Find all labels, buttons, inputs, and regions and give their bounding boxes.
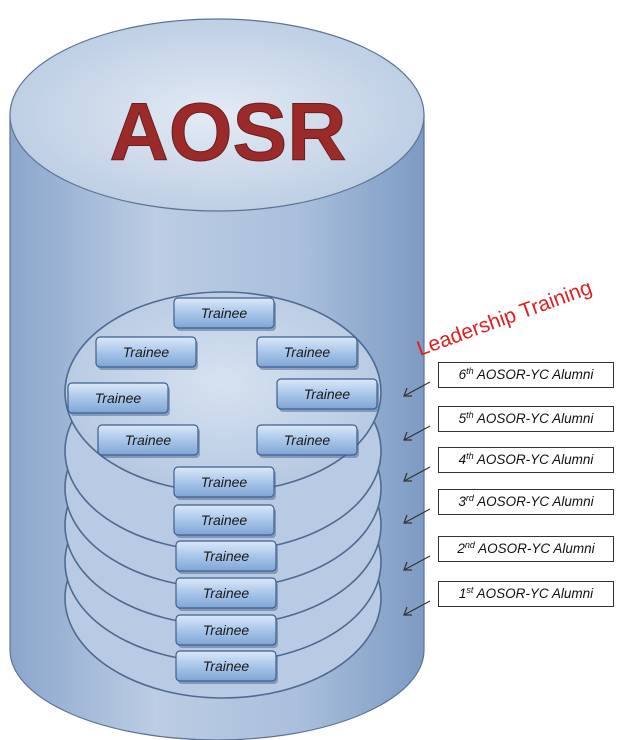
trainee-label: Trainee [203,658,250,674]
alumni-label-1: 1st AOSOR-YC Alumni [438,581,614,607]
alumni-ordinal: th [466,451,474,461]
alumni-arrow [403,555,431,571]
trainee-box: Trainee [256,336,359,370]
trainee-label: Trainee [304,386,351,402]
trainee-box: Trainee [67,382,170,416]
trainee-label: Trainee [95,390,142,406]
trainee-box: Trainee [95,336,198,370]
alumni-arrow [403,508,431,524]
trainee-box: Trainee [175,614,278,648]
alumni-ordinal: nd [464,540,475,550]
alumni-number: 2 [457,541,465,556]
alumni-number: 3 [458,494,466,509]
trainee-label: Trainee [125,432,172,448]
alumni-number: 1 [458,586,467,601]
trainee-label: Trainee [123,344,170,360]
alumni-arrow [403,381,431,397]
trainee-box: Trainee [97,424,200,458]
alumni-text: AOSOR-YC Alumni [473,367,594,382]
cylinder-top [9,18,425,212]
alumni-ordinal: st [466,585,474,595]
alumni-label-5: 5th AOSOR-YC Alumni [438,406,614,432]
alumni-arrow [403,425,431,441]
alumni-number: 5 [458,411,467,426]
trainee-box: Trainee [173,466,276,500]
alumni-ordinal: th [466,366,474,376]
trainee-box: Trainee [175,577,278,611]
trainee-label: Trainee [203,548,250,564]
alumni-label-6: 6th AOSOR-YC Alumni [438,362,614,388]
trainee-box: Trainee [276,378,379,412]
trainee-label: Trainee [284,432,331,448]
alumni-text: AOSOR-YC Alumni [474,541,595,556]
alumni-text: AOSOR-YC Alumni [473,411,594,426]
trainee-box: Trainee [173,297,276,331]
alumni-label-4: 4th AOSOR-YC Alumni [438,447,614,473]
trainee-label: Trainee [203,585,250,601]
alumni-text: AOSOR-YC Alumni [473,586,594,601]
banner-text: Leadership Training [414,276,595,361]
alumni-text: AOSOR-YC Alumni [473,494,594,509]
trainee-label: Trainee [201,474,248,490]
trainee-box: Trainee [175,650,278,684]
trainee-label: Trainee [284,344,331,360]
trainee-label: Trainee [201,512,248,528]
alumni-number: 6 [458,367,467,382]
alumni-arrow [403,466,431,482]
alumni-number: 4 [458,452,467,467]
title-text: AOSR [110,87,347,178]
alumni-ordinal: rd [465,493,474,503]
trainee-label: Trainee [203,622,250,638]
trainee-box: Trainee [175,540,278,574]
alumni-label-3: 3rd AOSOR-YC Alumni [438,489,614,515]
alumni-ordinal: th [466,410,474,420]
alumni-arrow [403,600,431,616]
trainee-label: Trainee [201,305,248,321]
trainee-box: Trainee [256,424,359,458]
alumni-arrows [403,381,431,616]
alumni-text: AOSOR-YC Alumni [473,452,594,467]
trainee-box: Trainee [173,504,276,538]
alumni-label-2: 2nd AOSOR-YC Alumni [438,536,614,562]
